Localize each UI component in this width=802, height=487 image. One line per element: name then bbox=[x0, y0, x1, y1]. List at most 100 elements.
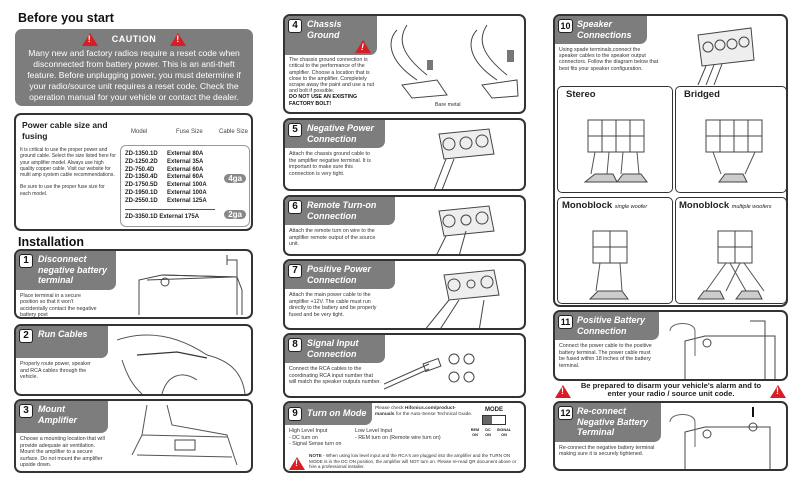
text: ZD-1350.1D bbox=[125, 151, 158, 157]
text bbox=[726, 38, 738, 50]
rca-illustration bbox=[384, 353, 475, 390]
text bbox=[117, 334, 246, 394]
car-illustration bbox=[117, 334, 246, 394]
text bbox=[436, 230, 467, 254]
text: - REM turn on (Remote wire turn on) bbox=[355, 434, 441, 441]
table-row: ZD-2550.1D External 125A bbox=[125, 198, 249, 206]
text bbox=[588, 120, 644, 152]
text bbox=[702, 338, 712, 348]
text bbox=[480, 275, 494, 289]
illustration bbox=[705, 119, 763, 183]
text: ZD-750.4D bbox=[125, 166, 155, 173]
header-fuse: Fuse Size bbox=[176, 129, 203, 135]
step-number: 11 bbox=[558, 315, 573, 329]
terminal-illustration bbox=[425, 269, 500, 328]
stereo-diagram: Stereo bbox=[557, 86, 673, 193]
note-text: - When using low level input and the RCA… bbox=[309, 453, 517, 470]
text: Chassis Ground bbox=[307, 19, 342, 40]
text: single woofer bbox=[614, 204, 648, 210]
warning-icon bbox=[555, 385, 571, 398]
battery-illustration bbox=[138, 255, 243, 315]
mode-label: MODE bbox=[485, 407, 503, 413]
text bbox=[174, 439, 196, 451]
text: - Signal Sense turn on bbox=[289, 441, 342, 447]
text bbox=[712, 151, 756, 175]
text: Re-connect Negative Battery Terminal bbox=[577, 406, 649, 437]
text: ZD-1950.1D bbox=[125, 189, 158, 196]
text: High Level Input bbox=[289, 428, 328, 434]
bridged-diagram: Bridged bbox=[675, 86, 786, 193]
text: External 60A bbox=[167, 166, 204, 173]
step-number: 10 bbox=[558, 19, 573, 33]
mode-option: REM ON bbox=[470, 428, 480, 437]
text: ZD-1250.2D bbox=[125, 158, 158, 165]
caution-box: CAUTION Many new and factory radios requ… bbox=[15, 29, 253, 106]
warning-icon bbox=[170, 33, 187, 46]
text: Monoblock bbox=[679, 200, 730, 211]
text: multiple woofers bbox=[731, 204, 772, 210]
text bbox=[438, 205, 495, 237]
text bbox=[718, 173, 748, 183]
text: Mount Amplifier bbox=[38, 404, 78, 425]
text bbox=[442, 137, 456, 151]
table-row: ZD-3350.1D External 175A bbox=[125, 208, 215, 220]
text: Bridged bbox=[684, 89, 720, 100]
text: The chassis ground connection is critica… bbox=[289, 57, 375, 95]
text bbox=[588, 290, 629, 300]
text bbox=[669, 414, 696, 447]
text bbox=[160, 277, 170, 287]
step-number: 9 bbox=[288, 407, 302, 421]
text: NOTE - When using low level input and th… bbox=[309, 453, 521, 470]
text bbox=[226, 255, 238, 315]
illustration bbox=[697, 230, 765, 300]
text: Negative Power Connection bbox=[307, 123, 375, 144]
text: - DC turn on bbox=[289, 434, 318, 441]
text bbox=[684, 426, 771, 469]
alarm-warning: Be prepared to disarm your vehicle's ala… bbox=[553, 381, 788, 400]
terminal-illustration bbox=[434, 128, 495, 189]
text: Choose a mounting location that will pro… bbox=[20, 436, 105, 468]
text: Stereo bbox=[566, 89, 596, 100]
table-row: ZD-1950.1D External 100A bbox=[125, 190, 249, 198]
text: External 35A bbox=[167, 158, 204, 165]
text: Connect the RCA cables to the coordinati… bbox=[289, 366, 381, 385]
manuals-link[interactable]: Hifonics.com/product-manuals bbox=[375, 406, 456, 417]
text: External 100A bbox=[167, 189, 207, 196]
text: Disconnect negative battery terminal bbox=[38, 254, 108, 285]
warning-icon bbox=[770, 385, 786, 398]
text: External 125A bbox=[167, 197, 207, 204]
text bbox=[706, 120, 762, 152]
warning-text: DO NOT USE AN EXISTING FACTORY BOLT! bbox=[289, 94, 358, 107]
text bbox=[748, 422, 758, 432]
text bbox=[460, 214, 472, 226]
text: ZD-2550.1D bbox=[125, 197, 158, 204]
battery-illustration bbox=[669, 320, 776, 379]
text: Be prepared to disarm your vehicle's ala… bbox=[580, 381, 762, 399]
power-text-column: It is critical to use the proper power a… bbox=[16, 144, 116, 197]
text bbox=[669, 323, 696, 356]
mode-switch[interactable] bbox=[482, 415, 506, 425]
text: Monoblock multiple woofers bbox=[679, 200, 772, 211]
text bbox=[401, 79, 519, 99]
